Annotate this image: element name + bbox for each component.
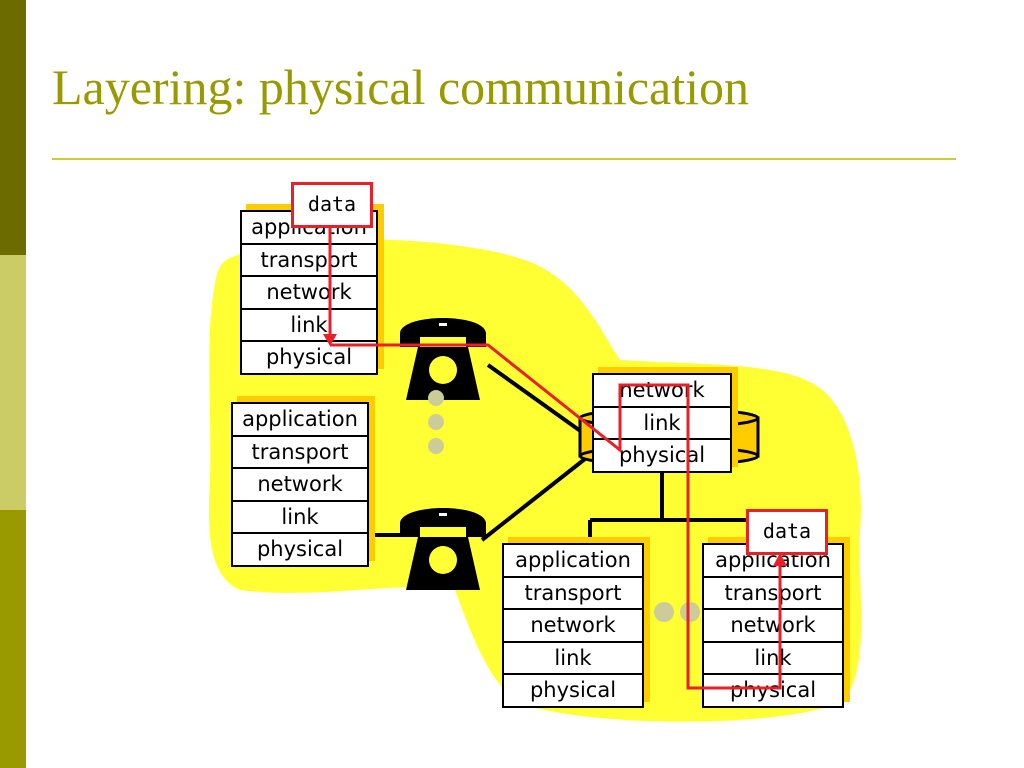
telephone-icon	[400, 508, 486, 590]
slide-title: Layering: physical communication	[52, 59, 750, 115]
telephone-icon	[400, 318, 486, 400]
data-packet-destination: data	[746, 509, 828, 555]
layer-transport: transport	[504, 575, 642, 609]
sidebar-stripe-mid	[0, 510, 26, 768]
layer-transport: transport	[704, 575, 842, 609]
layer-link: link	[504, 640, 642, 674]
layer-transport: transport	[242, 242, 376, 276]
data-packet-source: data	[291, 182, 373, 228]
arrow-head-down	[323, 334, 337, 346]
ellipsis-dot	[680, 602, 700, 622]
layer-application: application	[242, 407, 358, 431]
layer-network: network	[619, 378, 705, 402]
layer-network: network	[704, 608, 842, 641]
link-line	[480, 453, 592, 542]
ellipsis-dot	[428, 438, 444, 454]
layer-link: link	[233, 499, 367, 533]
data-path	[330, 343, 782, 690]
ellipsis-dot	[428, 414, 444, 430]
sidebar-stripe-light	[0, 255, 26, 510]
layer-physical: physical	[504, 673, 642, 706]
arrow-head-up	[773, 553, 787, 566]
sidebar-stripe	[0, 0, 26, 768]
layer-physical: physical	[233, 532, 367, 565]
layer-physical: physical	[704, 673, 842, 706]
layer-link: link	[242, 307, 376, 341]
layer-network: network	[504, 608, 642, 641]
layer-physical: physical	[242, 340, 376, 373]
layer-application: application	[515, 548, 631, 572]
layer-link: link	[594, 405, 730, 439]
sidebar-stripe-dark	[0, 0, 26, 255]
layer-network: network	[242, 275, 376, 308]
ellipsis-dot	[654, 602, 674, 622]
layer-transport: transport	[233, 434, 367, 468]
title-underline	[52, 158, 956, 160]
ellipsis-dot	[428, 390, 444, 406]
layer-physical: physical	[594, 438, 730, 471]
layer-link: link	[704, 640, 842, 674]
layer-network: network	[233, 467, 367, 500]
